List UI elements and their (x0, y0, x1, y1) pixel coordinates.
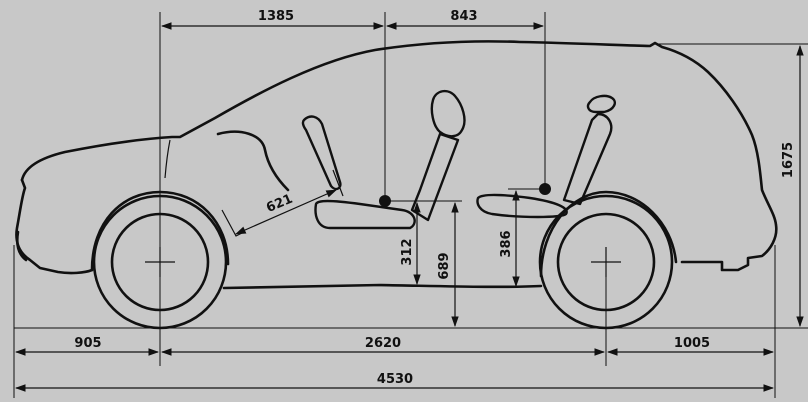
rear-hip-point (539, 183, 551, 195)
dimension-lines (14, 22, 804, 392)
dim-label-1005: 1005 (674, 336, 710, 351)
dim-label-843: 843 (450, 9, 477, 24)
dim-label-621: 621 (264, 192, 295, 216)
dim-label-1675: 1675 (781, 142, 796, 178)
front-wheel (92, 194, 228, 330)
dim-label-905: 905 (74, 336, 101, 351)
dim-label-4530: 4530 (377, 372, 413, 387)
front-seat (314, 89, 466, 230)
dim-label-1385: 1385 (258, 9, 294, 24)
rear-wheel (538, 194, 674, 330)
dim-label-689: 689 (437, 252, 452, 279)
car-body (15, 40, 778, 290)
dim-label-386: 386 (499, 230, 514, 257)
front-hip-point (379, 195, 391, 207)
dashboard (216, 115, 344, 237)
dim-label-312: 312 (400, 238, 415, 265)
rear-seat (476, 94, 616, 219)
dim-label-2620: 2620 (365, 336, 401, 351)
extension-lines (13, 12, 808, 398)
